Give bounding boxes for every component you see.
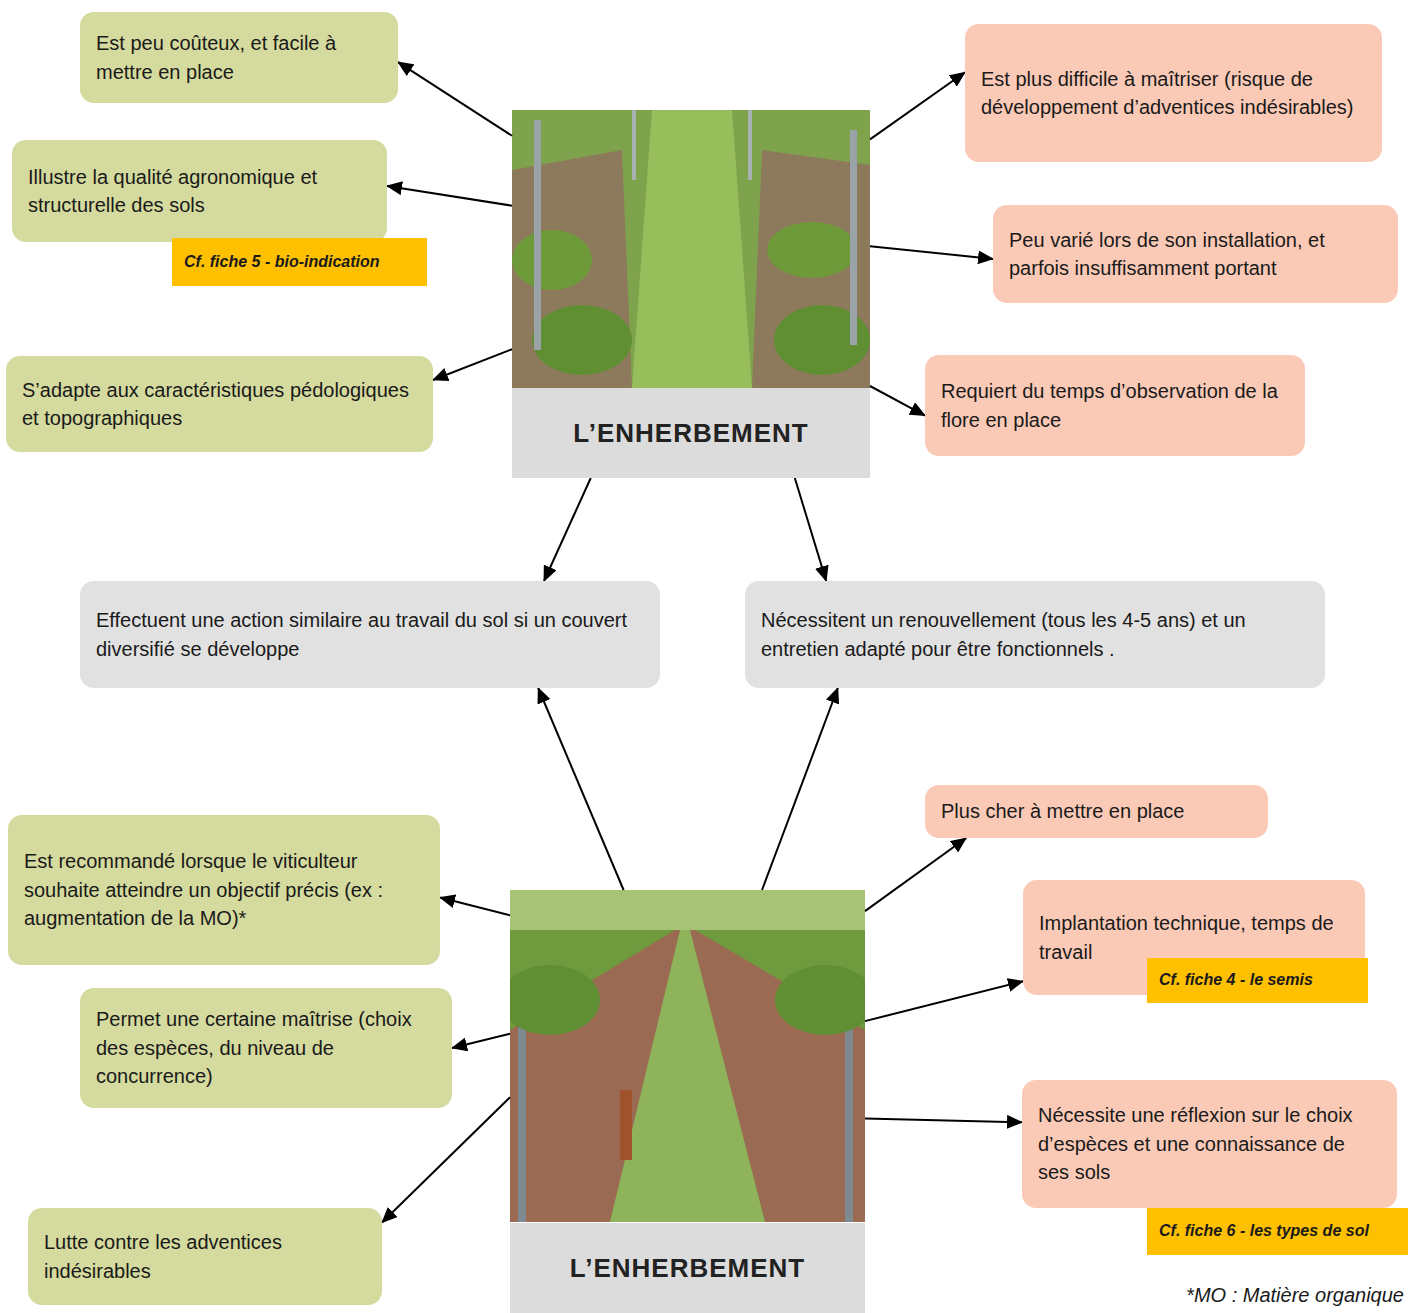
advantage-box: Illustre la qualité agronomique et struc… <box>12 140 387 242</box>
drawback-box: Nécessite une réflexion sur le choix d’e… <box>1022 1080 1397 1208</box>
leaves <box>775 965 865 1035</box>
box-text: S’adapte aux caractéristiques pédologiqu… <box>6 366 433 443</box>
drawback-box: Peu varié lors de son installation, et p… <box>993 205 1398 303</box>
common-box: Effectuent une action similaire au trava… <box>80 581 660 688</box>
box-text: Cf. fiche 5 - bio-indication <box>172 244 427 281</box>
box-text: Cf. fiche 4 - le semis <box>1147 962 1368 999</box>
leaves <box>767 222 857 278</box>
leaves <box>532 305 632 375</box>
photo-node: L’ENHERBEMENT <box>512 110 870 478</box>
box-text: Est recommandé lorsque le viticulteur so… <box>8 837 440 942</box>
common-box: Nécessitent un renouvellement (tous les … <box>745 581 1325 688</box>
box-text: Est plus difficile à maîtriser (risque d… <box>965 55 1382 132</box>
box-text: Requiert du temps d’observation de la fl… <box>925 367 1305 444</box>
drawback-box: Plus cher à mettre en place <box>925 785 1268 838</box>
arrow-connector <box>865 838 966 911</box>
box-text: Plus cher à mettre en place <box>925 787 1268 835</box>
arrow-connector <box>398 62 512 136</box>
advantage-box: S’adapte aux caractéristiques pédologiqu… <box>6 356 433 452</box>
vineyard-photo <box>510 890 865 1222</box>
box-text: Implantation technique, temps de travail <box>1023 899 1365 976</box>
box-text: Illustre la qualité agronomique et struc… <box>12 153 387 230</box>
node-title: L’ENHERBEMENT <box>510 1223 865 1313</box>
advantage-box: Lutte contre les adventices indésirables <box>28 1208 382 1305</box>
leaves <box>510 965 600 1035</box>
box-text: Est peu coûteux, et facile à mettre en p… <box>80 19 398 96</box>
arrow-connector <box>795 478 826 581</box>
stake <box>620 1090 632 1160</box>
box-text: Cf. fiche 6 - les types de sol <box>1147 1213 1408 1250</box>
box-text: Permet une certaine maîtrise (choix des … <box>80 995 452 1100</box>
box-text: Effectuent une action similaire au trava… <box>80 596 660 673</box>
foliage <box>510 890 865 1222</box>
arrow-connector <box>433 349 512 380</box>
soil <box>512 150 632 388</box>
vineyard-photo <box>512 110 870 388</box>
footnote: *MO : Matière organique <box>1186 1284 1404 1307</box>
drawback-box: Implantation technique, temps de travail <box>1023 880 1365 995</box>
node-title: L’ENHERBEMENT <box>512 388 870 478</box>
post <box>748 110 752 180</box>
arrow-connector <box>870 72 965 139</box>
box-text: Peu varié lors de son installation, et p… <box>993 216 1398 293</box>
box-text: Lutte contre les adventices indésirables <box>28 1218 382 1295</box>
post <box>632 110 636 180</box>
grass <box>512 110 870 388</box>
drawback-box: Requiert du temps d’observation de la fl… <box>925 355 1305 456</box>
advantage-box: Permet une certaine maîtrise (choix des … <box>80 988 452 1108</box>
box-text: Nécessitent un renouvellement (tous les … <box>745 596 1325 673</box>
grass-strip <box>632 110 752 388</box>
arrow-connector <box>865 981 1023 1021</box>
arrow-connector <box>865 1118 1022 1122</box>
advantage-box: Est recommandé lorsque le viticulteur so… <box>8 815 440 965</box>
grass-strip <box>610 930 765 1222</box>
background-vines <box>510 890 865 930</box>
arrow-connector <box>440 898 510 916</box>
post <box>534 120 541 350</box>
post <box>850 130 857 345</box>
arrow-connector <box>544 478 591 581</box>
drawback-box: Est plus difficile à maîtriser (risque d… <box>965 24 1382 162</box>
arrow-connector <box>452 1034 510 1048</box>
arrow-connector <box>387 186 512 206</box>
arrow-connector <box>382 1097 510 1222</box>
arrow-connector <box>870 386 925 416</box>
box-text: Nécessite une réflexion sur le choix d’e… <box>1022 1091 1397 1196</box>
reference-tag: Cf. fiche 6 - les types de sol <box>1147 1208 1408 1255</box>
reference-tag: Cf. fiche 5 - bio-indication <box>172 238 427 286</box>
arrow-connector <box>870 246 993 259</box>
arrow-connector <box>538 688 623 890</box>
leaves <box>512 230 592 290</box>
advantage-box: Est peu coûteux, et facile à mettre en p… <box>80 12 398 103</box>
arrow-connector <box>762 688 838 890</box>
reference-tag: Cf. fiche 4 - le semis <box>1147 958 1368 1003</box>
photo-node: L’ENHERBEMENT <box>510 890 865 1313</box>
